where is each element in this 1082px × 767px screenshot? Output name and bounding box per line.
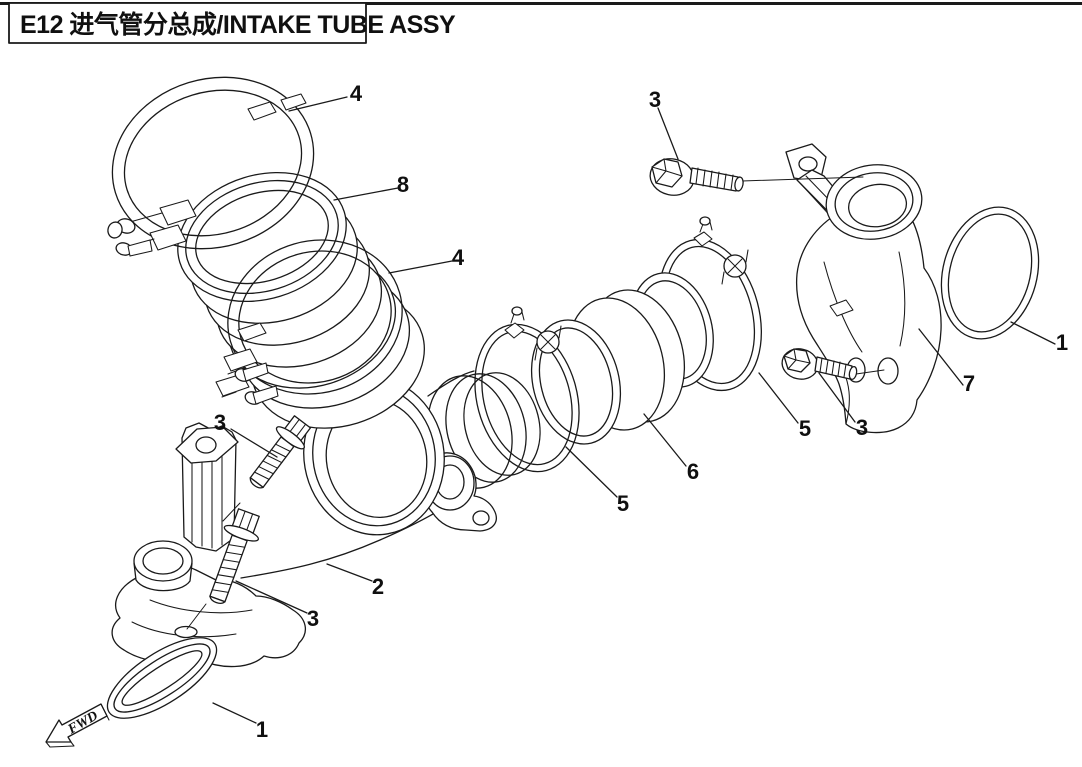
part-2-base-bracket	[111, 422, 307, 668]
part-5-clamp-left	[474, 306, 580, 473]
callout-3-top-right: 3	[649, 87, 661, 112]
part-3-bolt-left-angled	[222, 415, 312, 522]
callout-8: 8	[397, 172, 409, 197]
part-3-bolt-bottom	[186, 508, 260, 630]
callout-7: 7	[963, 371, 975, 396]
callout-2: 2	[372, 574, 384, 599]
callout-3-left: 3	[214, 410, 226, 435]
callout-6: 6	[687, 459, 699, 484]
part-1-gasket-bottom	[106, 637, 218, 719]
fwd-label: FWD	[65, 708, 101, 737]
callout-1-right: 1	[1056, 330, 1068, 355]
part-4-clamp-middle	[215, 239, 403, 405]
callout-5-right: 5	[799, 416, 811, 441]
callout-1-bottom: 1	[256, 717, 268, 742]
callout-5-left: 5	[617, 491, 629, 516]
callout-3-right: 3	[856, 415, 868, 440]
part-8-corrugated-hose	[177, 171, 425, 429]
title-box	[8, 2, 367, 44]
part-4-clamp-top	[107, 76, 315, 257]
part-3-bolt-right-lower	[781, 348, 885, 381]
page-title: E12 进气管分总成/INTAKE TUBE ASSY	[20, 10, 456, 39]
callouts: 4 3 8 4 1 7 5 3 3 6 5 2 3 1	[214, 81, 1068, 742]
callout-4-middle: 4	[452, 245, 465, 270]
part-3-bolt-top-right	[649, 158, 864, 196]
title-block: E12 进气管分总成/INTAKE TUBE ASSY	[8, 2, 456, 44]
part-6-connector-sleeve	[530, 272, 714, 445]
callout-3-bottom: 3	[307, 606, 319, 631]
part-1-oring-right	[940, 206, 1040, 340]
part-7-intake-flange	[785, 143, 942, 434]
callout-4-top: 4	[350, 81, 363, 106]
leader-lines	[212, 96, 1056, 724]
fwd-direction-arrow: FWD	[45, 703, 110, 748]
